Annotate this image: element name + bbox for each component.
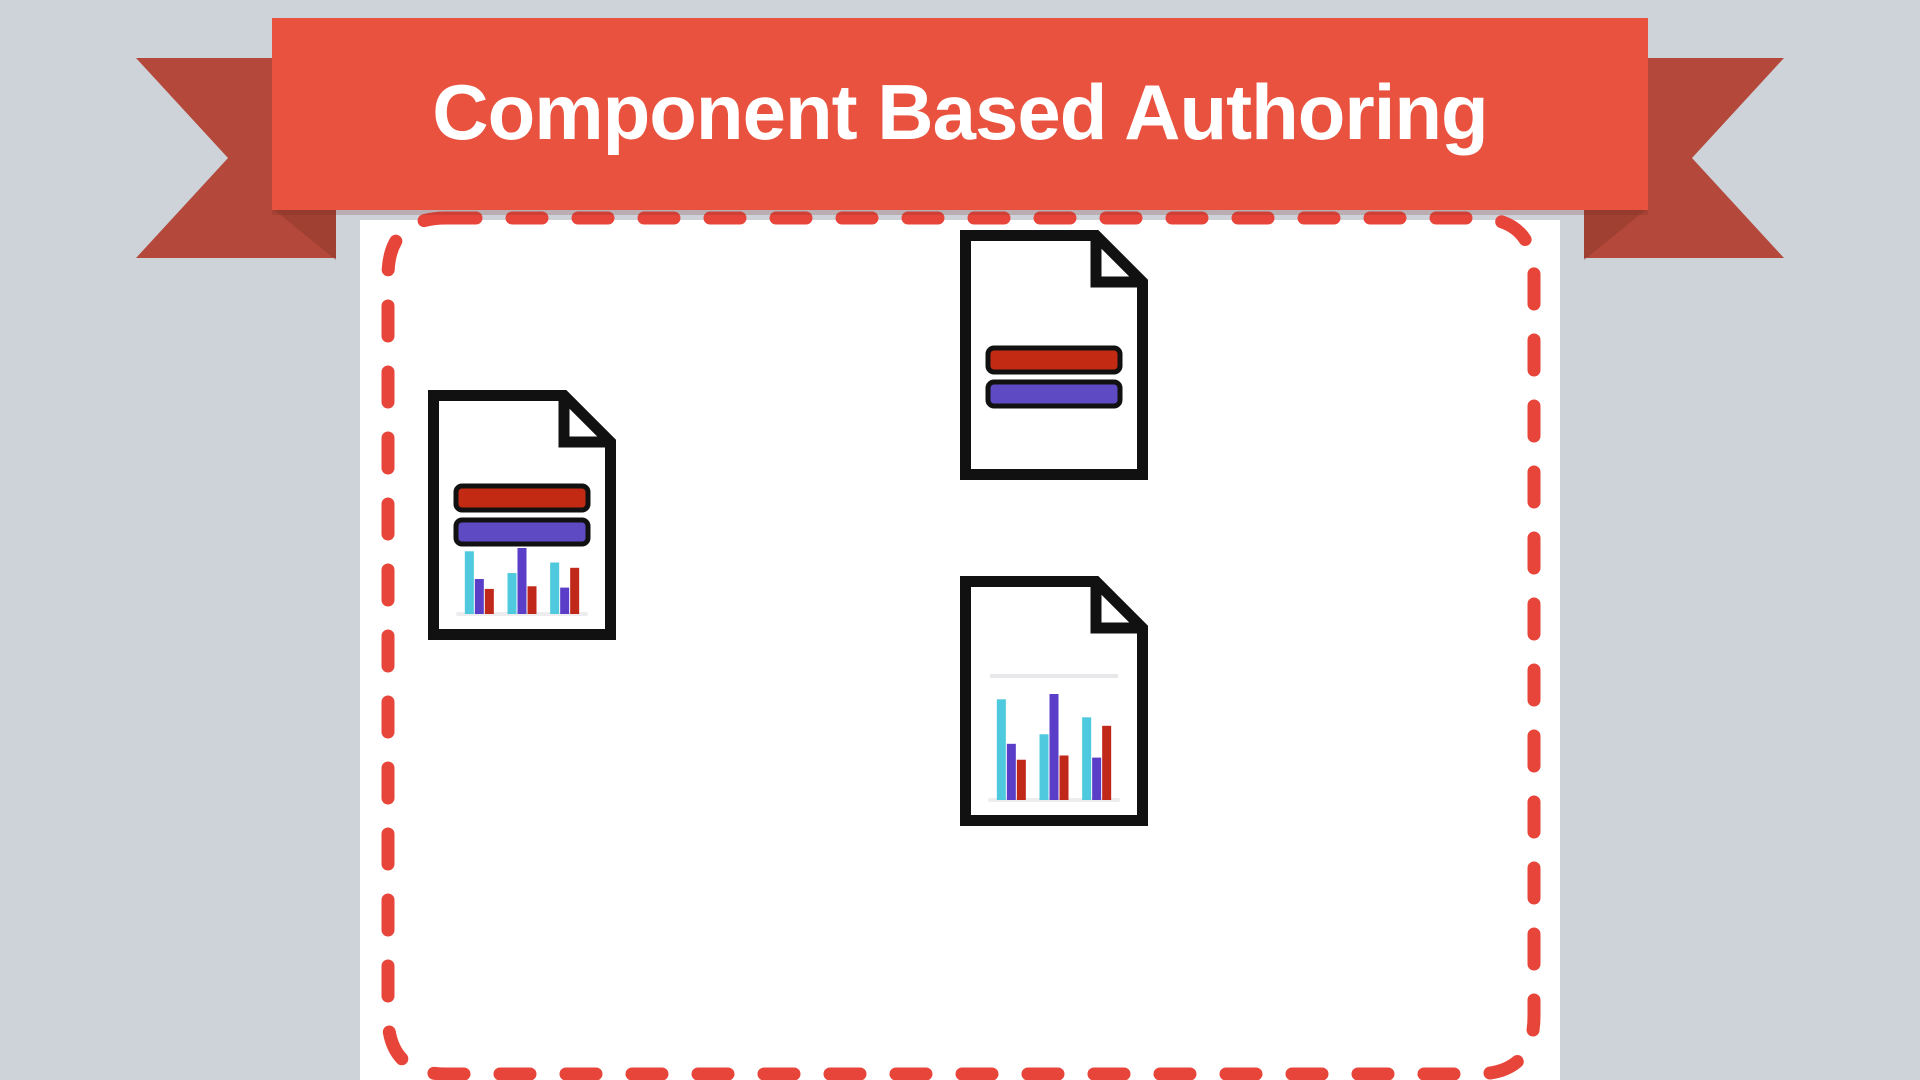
dashed-border-frame xyxy=(381,211,1541,1080)
header-bar-purple xyxy=(985,379,1123,409)
chart-bar xyxy=(1082,717,1092,800)
header-bar-purple xyxy=(453,517,591,547)
chart-bar xyxy=(1092,757,1102,800)
header-bar-red xyxy=(453,483,591,513)
document-icon-top-right[interactable] xyxy=(956,226,1152,484)
chart-bar xyxy=(1006,743,1016,800)
chart-bar xyxy=(1049,694,1059,800)
document-fold-corner-icon xyxy=(1090,581,1143,634)
document-page-outline xyxy=(428,390,616,640)
chart-bar xyxy=(527,586,537,614)
document-fold-corner-icon xyxy=(558,395,611,448)
chart-bar xyxy=(560,587,570,614)
header-bar-red xyxy=(985,345,1123,375)
chart-bar xyxy=(517,548,527,614)
page-title: Component Based Authoring xyxy=(432,68,1488,156)
document-icon-center[interactable] xyxy=(424,386,620,644)
chart-bar xyxy=(484,588,494,614)
chart-bar xyxy=(507,573,517,614)
ribbon-banner: Component Based Authoring xyxy=(272,18,1648,210)
chart-bar xyxy=(996,699,1006,800)
chart-bar xyxy=(1039,734,1049,800)
chart-bar xyxy=(464,551,474,614)
chart-bar xyxy=(570,567,580,614)
document-fold-corner-icon xyxy=(1090,235,1143,288)
chart-bar xyxy=(1102,725,1112,800)
chart-bar xyxy=(1016,759,1026,800)
chart-bar xyxy=(1059,755,1069,800)
chart-bar xyxy=(550,562,560,614)
document-icon-bottom-right[interactable] xyxy=(956,572,1152,830)
chart-bar xyxy=(474,579,484,614)
